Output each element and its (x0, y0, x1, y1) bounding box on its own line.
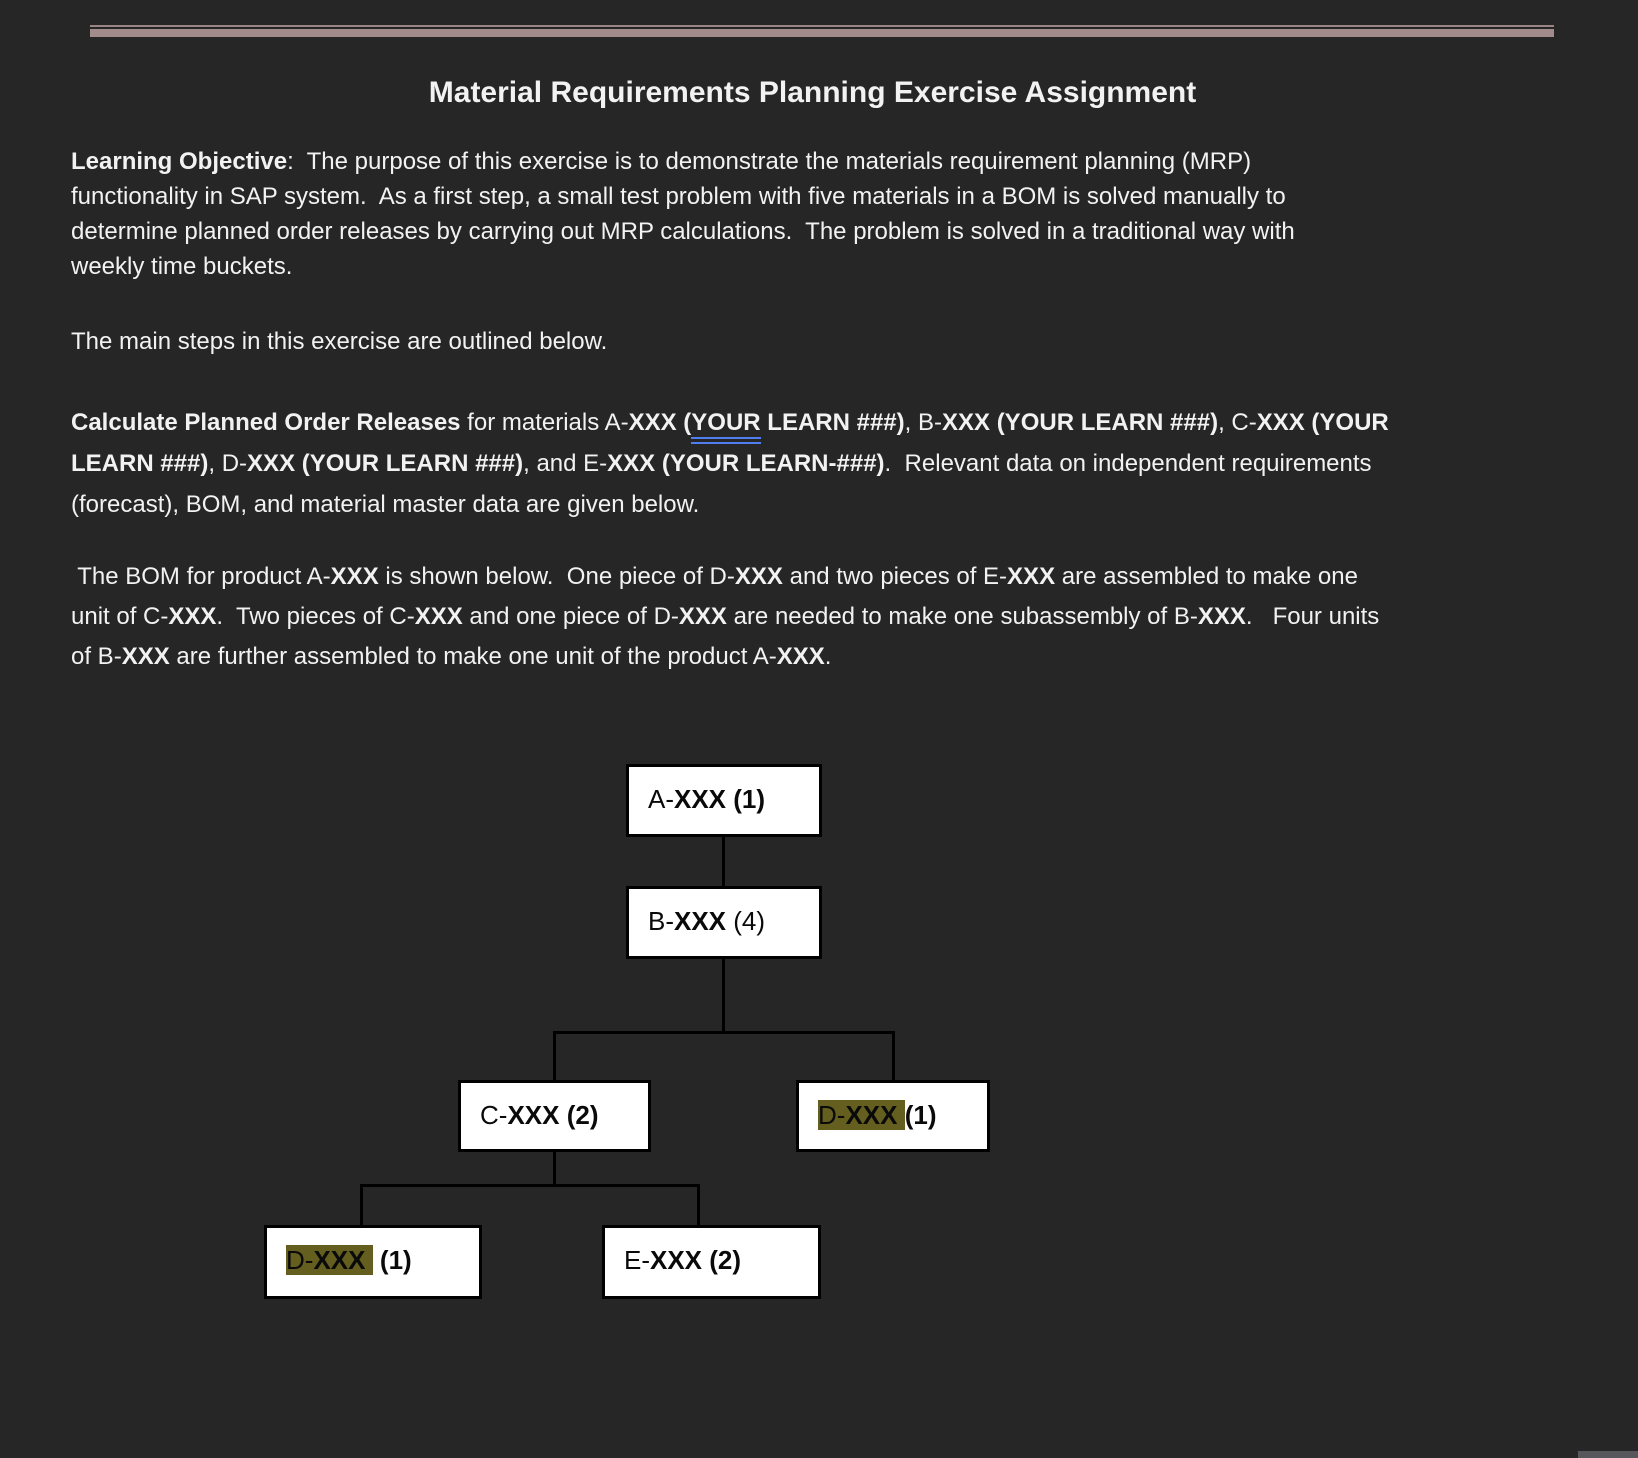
text-segment: ( (683, 409, 692, 436)
text-segment: XXX (678, 603, 727, 630)
text-segment: B- (648, 906, 674, 936)
text-segment: XXX (YOUR (1256, 409, 1389, 436)
text-line: Calculate Planned Order Releases for mat… (71, 402, 1389, 444)
text-segment: XXX (YOUR LEARN ###) (942, 409, 1219, 436)
bom-node-c: C-XXX (2) (458, 1080, 651, 1152)
text-line: of B-XXX are further assembled to make o… (71, 637, 1379, 677)
page-title: Material Requirements Planning Exercise … (428, 76, 1197, 109)
text-line: LEARN ###), D-XXX (YOUR LEARN ###), and … (71, 443, 1389, 484)
text-segment: XXX (1197, 603, 1246, 630)
text-segment: C- (480, 1100, 508, 1130)
text-segment: E- (624, 1245, 650, 1275)
text-segment: XXX (414, 603, 463, 630)
text-segment: XXX (507, 1100, 560, 1130)
text-line: (forecast), BOM, and material master dat… (71, 484, 1389, 525)
text-segment (559, 1100, 566, 1130)
horizontal-scrollbar-thumb[interactable] (1578, 1451, 1638, 1458)
paragraph-learning-objective: Learning Objective: The purpose of this … (71, 144, 1295, 284)
connector-a-b (722, 837, 725, 886)
text-segment: XXX (734, 563, 783, 590)
text-line: Learning Objective: The purpose of this … (71, 144, 1295, 179)
text-segment: determine planned order releases by carr… (71, 218, 1295, 245)
text-line: The BOM for product A-XXX is shown below… (71, 557, 1379, 597)
text-segment: and one piece of D- (462, 603, 679, 630)
text-segment: (1) (733, 784, 766, 814)
text-segment: XXX (845, 1100, 898, 1130)
text-line: weekly time buckets. (71, 249, 1295, 284)
text-segment (897, 1100, 905, 1130)
text-segment: XXX (121, 643, 170, 670)
text-segment: unit of C- (71, 603, 169, 630)
text-segment: Learning Objective (71, 148, 288, 175)
text-segment: XXX (674, 906, 727, 936)
text-segment: are further assembled to make one unit o… (169, 643, 777, 670)
text-segment: XXX (330, 563, 379, 590)
text-segment: D- (818, 1100, 846, 1130)
connector-to-d-right (892, 1031, 895, 1080)
text-segment: (1) (904, 1100, 937, 1130)
text-segment: YOUR (691, 409, 761, 444)
top-accent-line (90, 25, 1554, 27)
paragraph-main-steps: The main steps in this exercise are outl… (71, 324, 607, 359)
connector-level3-horizontal (360, 1184, 700, 1187)
text-segment: XXX (YOUR LEARN-###) (607, 450, 885, 477)
bom-node-e: E-XXX (2) (602, 1225, 821, 1299)
text-segment: and two pieces of E- (782, 563, 1008, 590)
text-segment: XXX (650, 1245, 703, 1275)
text-segment: (2) (566, 1100, 599, 1130)
text-line: unit of C-XXX. Two pieces of C-XXX and o… (71, 597, 1379, 637)
text-segment: XXX (313, 1245, 366, 1275)
connector-c-down (553, 1152, 556, 1184)
text-segment: (1) (372, 1245, 412, 1275)
text-segment: XXX (168, 603, 217, 630)
bom-node-a: A-XXX (1) (626, 764, 822, 837)
text-segment: XXX (628, 409, 677, 436)
text-segment: . Relevant data on independent requireme… (884, 450, 1372, 477)
top-accent-bar (90, 29, 1554, 37)
text-segment: , C- (1218, 409, 1257, 436)
text-segment: LEARN ###) (71, 450, 209, 477)
text-segment: LEARN ###) (760, 409, 905, 436)
text-segment: for materials A- (460, 409, 629, 436)
text-segment: A- (648, 784, 674, 814)
text-segment: . Two pieces of C- (216, 603, 415, 630)
text-segment: XXX (776, 643, 825, 670)
text-segment: The BOM for product A- (71, 563, 331, 590)
text-segment: (2) (709, 1245, 742, 1275)
text-segment: Calculate Planned Order Releases (71, 409, 461, 436)
connector-to-c (553, 1031, 556, 1080)
text-segment: (4) (726, 906, 766, 936)
text-line: functionality in SAP system. As a first … (71, 179, 1295, 214)
text-segment: of B- (71, 643, 122, 670)
text-segment: D- (286, 1245, 314, 1275)
text-line: determine planned order releases by carr… (71, 214, 1295, 249)
text-segment: are needed to make one subassembly of B- (726, 603, 1198, 630)
text-segment: weekly time buckets. (71, 253, 293, 280)
text-segment: : The purpose of this exercise is to dem… (287, 148, 1252, 175)
connector-b-down (722, 959, 725, 1031)
text-segment: , B- (904, 409, 942, 436)
text-segment: , D- (208, 450, 248, 477)
text-segment (365, 1245, 373, 1275)
text-segment: XXX (674, 784, 727, 814)
connector-to-d-left (360, 1184, 363, 1225)
text-line: The main steps in this exercise are outl… (71, 324, 607, 359)
text-segment: XXX (1007, 563, 1056, 590)
text-segment: is shown below. One piece of D- (378, 563, 735, 590)
text-segment: (forecast), BOM, and material master dat… (71, 491, 700, 518)
text-segment: . (824, 643, 832, 670)
text-segment: The main steps in this exercise are outl… (71, 328, 608, 355)
text-segment: , and E- (523, 450, 608, 477)
bom-node-b: B-XXX (4) (626, 886, 822, 959)
connector-to-e (697, 1184, 700, 1225)
paragraph-calculate-planned-order-releases: Calculate Planned Order Releases for mat… (71, 402, 1389, 525)
connector-level2-horizontal (553, 1031, 895, 1034)
text-segment: functionality in SAP system. As a first … (71, 183, 1286, 210)
bom-node-d1: D-XXX (1) (796, 1080, 990, 1152)
bom-node-d2: D-XXX (1) (264, 1225, 482, 1299)
paragraph-bom-description: The BOM for product A-XXX is shown below… (71, 557, 1379, 677)
text-segment: are assembled to make one (1055, 563, 1358, 590)
text-segment: . Four units (1245, 603, 1380, 630)
text-segment: XXX (YOUR LEARN ###) (247, 450, 524, 477)
